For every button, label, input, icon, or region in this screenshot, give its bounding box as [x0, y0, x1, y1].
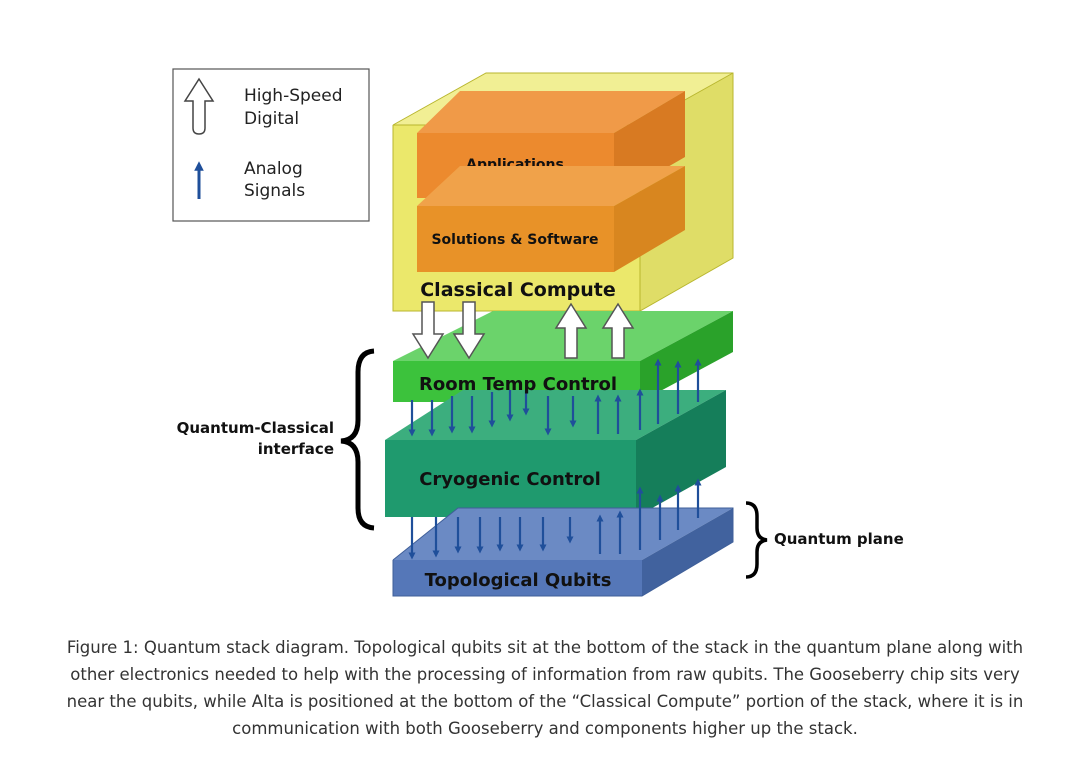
figure-caption: Figure 1: Quantum stack diagram. Topolog…	[66, 638, 1024, 738]
legend: High-Speed Digital Analog Signals	[172, 68, 370, 222]
room-temp-control-label: Room Temp Control	[419, 374, 617, 395]
legend-analog-label-line1: Analog	[244, 159, 303, 179]
legend-digital-label-line1: High-Speed	[244, 86, 343, 106]
digital-down-arrow	[411, 301, 445, 360]
digital-up-arrow	[554, 302, 588, 359]
quantum-plane-label: Quantum plane	[774, 530, 904, 548]
cryogenic-control-label: Cryogenic Control	[419, 469, 601, 490]
legend-analog-label-line2: Signals	[244, 181, 305, 201]
analog-signal-arrows	[408, 358, 702, 560]
topological-qubits-label: Topological Qubits	[425, 570, 612, 591]
high-speed-digital-legend-icon	[183, 77, 215, 135]
solutions-software-label: Solutions & Software	[431, 232, 598, 248]
quantum-plane-brace	[745, 501, 768, 579]
digital-up-arrow	[601, 302, 635, 359]
quantum-classical-interface-brace	[340, 348, 375, 531]
quantum-classical-interface-label-line2: interface	[258, 440, 334, 458]
digital-down-arrow	[452, 301, 486, 360]
legend-digital-label-line2: Digital	[244, 109, 299, 129]
solutions-software-box: Solutions & Software	[417, 166, 685, 272]
cryogenic-control-box	[385, 390, 726, 517]
quantum-classical-interface-label-line1: Quantum-Classical	[177, 419, 334, 437]
classical-compute-label: Classical Compute	[420, 279, 616, 301]
high-speed-digital-arrows	[411, 301, 635, 360]
